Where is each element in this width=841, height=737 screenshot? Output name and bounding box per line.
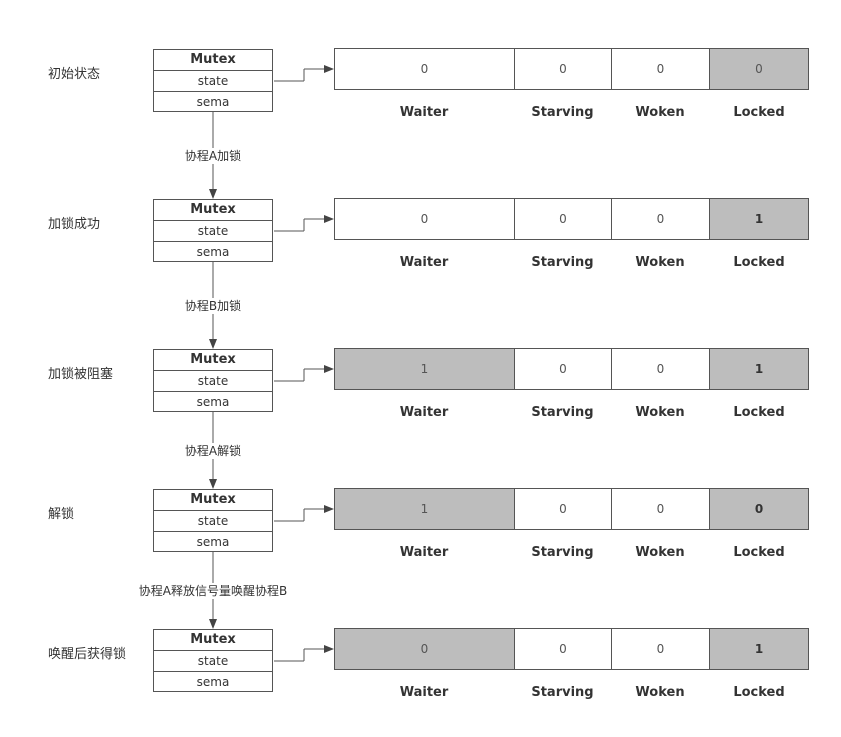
- waiter-label: Waiter: [399, 405, 449, 420]
- woken-bit-cell: 0: [612, 349, 710, 389]
- woken-bit-cell: 0: [612, 49, 710, 89]
- waiter-bit-cell: 0: [335, 49, 515, 89]
- starving-label: Starving: [531, 685, 594, 700]
- woken-label: Woken: [635, 685, 685, 700]
- transition-label: 协程B加锁: [182, 298, 244, 314]
- stage-label: 初始状态: [48, 67, 101, 82]
- mutex-sema-field: sema: [196, 245, 230, 259]
- locked-label: Locked: [733, 545, 785, 560]
- starving-bit-cell: 0: [515, 199, 612, 239]
- mutex-title: Mutex: [154, 630, 272, 651]
- mutex-state-field: state: [154, 371, 272, 392]
- starving-label: Starving: [531, 545, 594, 560]
- waiter-bit-cell: 1: [335, 489, 515, 529]
- stage-label: 加锁成功: [48, 217, 101, 232]
- mutex-sema-field: sema: [196, 395, 230, 409]
- mutex-state-field: state: [154, 71, 272, 92]
- mutex-sema-field: sema: [196, 675, 230, 689]
- locked-label: Locked: [733, 405, 785, 420]
- stage-label: 解锁: [48, 507, 75, 522]
- locked-bit-cell: 0: [710, 489, 808, 529]
- mutex-state-field: state: [154, 221, 272, 242]
- locked-label: Locked: [733, 105, 785, 120]
- woken-bit-cell: 0: [612, 199, 710, 239]
- starving-bit-cell: 0: [515, 49, 612, 89]
- mutex-state-field: state: [154, 511, 272, 532]
- stage-label: 唤醒后获得锁: [48, 647, 127, 662]
- woken-label: Woken: [635, 545, 685, 560]
- stage-label: 加锁被阻塞: [48, 367, 114, 382]
- transition-label: 协程A加锁: [182, 148, 244, 164]
- waiter-label: Waiter: [399, 685, 449, 700]
- waiter-label: Waiter: [399, 545, 449, 560]
- waiter-bit-cell: 0: [335, 629, 515, 669]
- starving-bit-cell: 0: [515, 629, 612, 669]
- waiter-bit-cell: 1: [335, 349, 515, 389]
- state-bit-labels: Waiter Starving Woken Locked: [334, 685, 809, 703]
- woken-label: Woken: [635, 105, 685, 120]
- locked-bit-cell: 1: [710, 629, 808, 669]
- transition-label: 协程A解锁: [182, 443, 244, 459]
- transition-label: 协程A释放信号量唤醒协程B: [136, 583, 290, 599]
- mutex-sema-field: sema: [196, 95, 230, 109]
- starving-bit-cell: 0: [515, 349, 612, 389]
- mutex-state-field: state: [154, 651, 272, 672]
- locked-bit-cell: 1: [710, 349, 808, 389]
- woken-label: Woken: [635, 255, 685, 270]
- state-bit-labels: Waiter Starving Woken Locked: [334, 255, 809, 273]
- woken-bit-cell: 0: [612, 629, 710, 669]
- mutex-title: Mutex: [154, 350, 272, 371]
- locked-label: Locked: [733, 685, 785, 700]
- state-bit-labels: Waiter Starving Woken Locked: [334, 545, 809, 563]
- starving-label: Starving: [531, 105, 594, 120]
- state-bit-labels: Waiter Starving Woken Locked: [334, 405, 809, 423]
- waiter-label: Waiter: [399, 105, 449, 120]
- starving-label: Starving: [531, 405, 594, 420]
- locked-bit-cell: 0: [710, 49, 808, 89]
- waiter-bit-cell: 0: [335, 199, 515, 239]
- woken-label: Woken: [635, 405, 685, 420]
- mutex-title: Mutex: [154, 200, 272, 221]
- woken-bit-cell: 0: [612, 489, 710, 529]
- starving-label: Starving: [531, 255, 594, 270]
- mutex-title: Mutex: [154, 50, 272, 71]
- waiter-label: Waiter: [399, 255, 449, 270]
- mutex-title: Mutex: [154, 490, 272, 511]
- state-bit-labels: Waiter Starving Woken Locked: [334, 105, 809, 123]
- mutex-sema-field: sema: [196, 535, 230, 549]
- starving-bit-cell: 0: [515, 489, 612, 529]
- locked-bit-cell: 1: [710, 199, 808, 239]
- locked-label: Locked: [733, 255, 785, 270]
